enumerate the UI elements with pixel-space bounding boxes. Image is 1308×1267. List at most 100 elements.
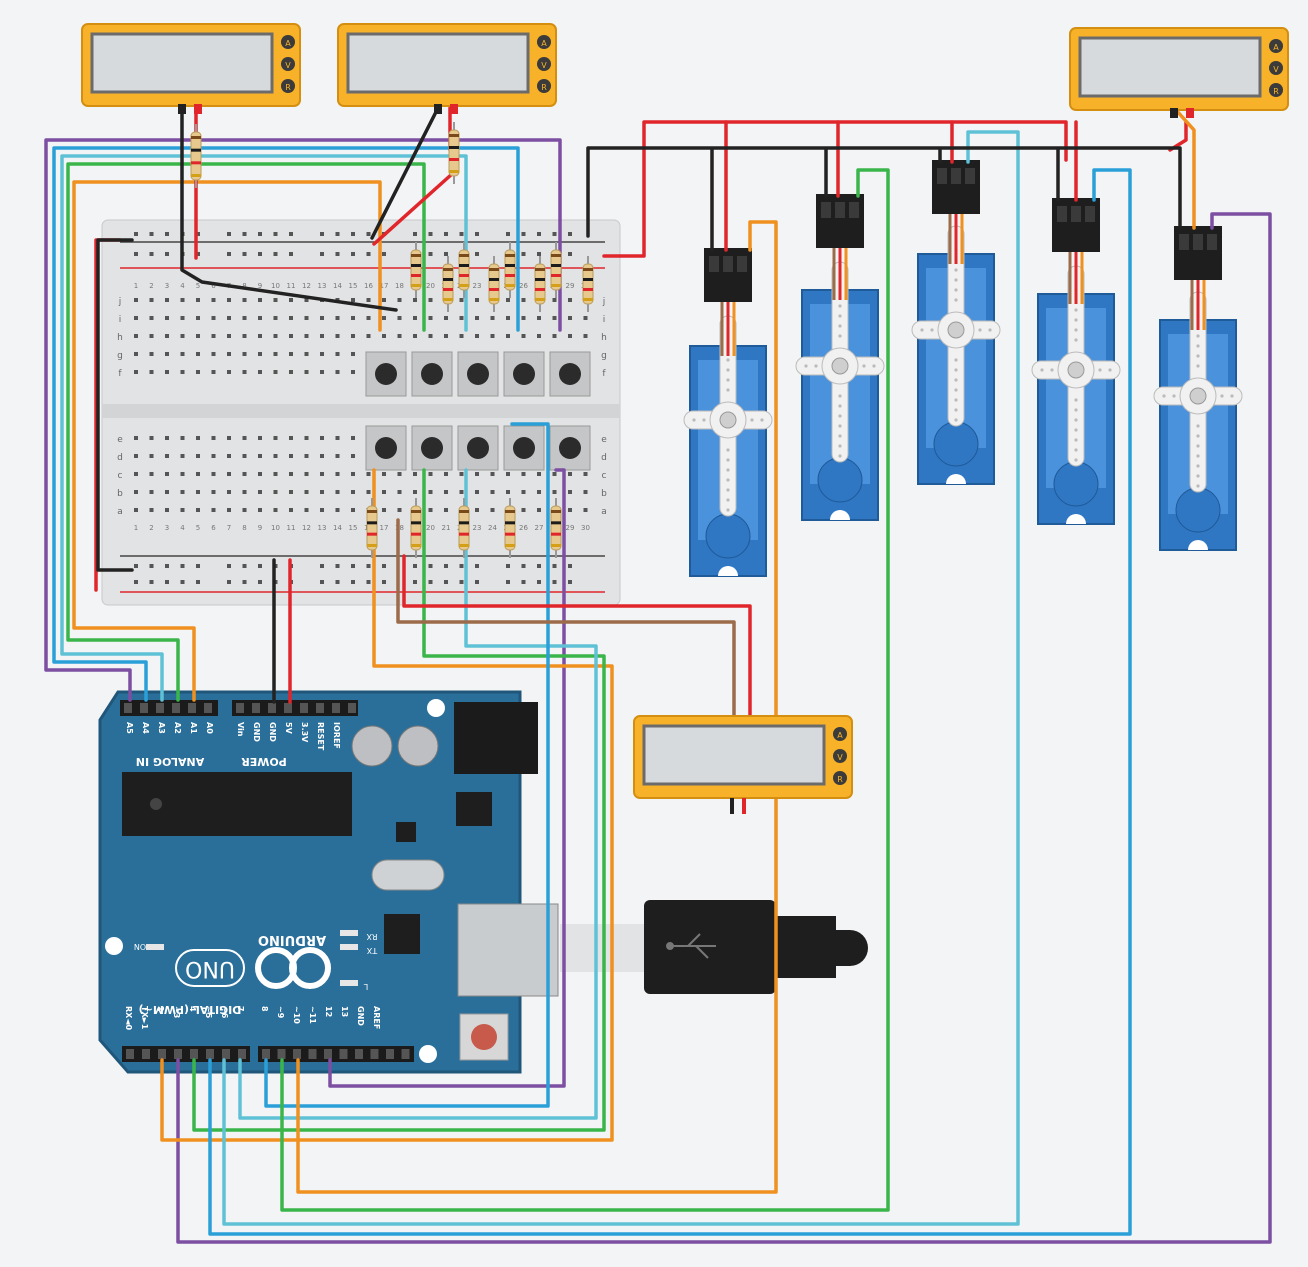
arduino-logo-icon	[255, 947, 331, 989]
meter-button-v[interactable]: V	[837, 753, 843, 762]
pin-label: A4	[141, 722, 150, 734]
pin-label: AREF	[372, 1006, 381, 1029]
resistor[interactable]	[534, 256, 546, 312]
column-number: 16	[364, 282, 373, 290]
resistor[interactable]	[190, 124, 202, 188]
column-number: 29	[566, 524, 575, 532]
pin-label: ~11	[308, 1006, 317, 1024]
power-label: POWER	[241, 755, 287, 768]
resistor[interactable]	[582, 256, 594, 312]
column-number: 20	[426, 524, 435, 532]
wire-blue	[208, 168, 1132, 1236]
digital-header-low	[122, 1046, 250, 1062]
meter-button-v[interactable]: V	[541, 61, 547, 70]
crystal	[371, 859, 445, 891]
multimeter-3[interactable]: A V R	[1069, 27, 1289, 111]
column-number: 1	[134, 524, 138, 532]
resistor[interactable]	[550, 498, 562, 558]
pushbutton-row-lower[interactable]	[365, 425, 591, 471]
column-number: 3	[165, 282, 169, 290]
pin-label: 12	[324, 1006, 333, 1017]
meter-button-v[interactable]: V	[285, 61, 291, 70]
multimeter-1[interactable]: A V R	[81, 23, 301, 107]
resistor[interactable]	[448, 122, 460, 184]
column-number: 8	[242, 524, 246, 532]
pin-label: 7	[236, 1006, 245, 1012]
column-number: 26	[519, 524, 528, 532]
wire-green	[192, 468, 606, 1132]
column-number: 27	[535, 524, 544, 532]
row-letter: g	[117, 351, 123, 361]
row-letter: i	[603, 315, 606, 325]
multimeter-4[interactable]: A V R	[633, 715, 853, 814]
analog-in-label: ANALOG IN	[136, 755, 204, 768]
meter-button-r[interactable]: R	[1273, 87, 1279, 96]
pin-label: GND	[252, 722, 261, 742]
resistor[interactable]	[410, 242, 422, 298]
pin-label: RX◄0	[124, 1006, 133, 1030]
column-number: 3	[165, 524, 169, 532]
capacitor	[351, 725, 393, 767]
resistor[interactable]	[504, 242, 516, 298]
meter-button-r[interactable]: R	[837, 775, 843, 784]
meter-button-a[interactable]: A	[1273, 43, 1279, 52]
column-number: 18	[395, 282, 404, 290]
resistor[interactable]	[504, 498, 516, 558]
meter-button-a[interactable]: A	[541, 39, 547, 48]
column-number: 15	[349, 524, 358, 532]
wire-orange	[296, 220, 778, 1194]
servo-motor-5[interactable]	[1153, 226, 1243, 551]
meter-button-a[interactable]: A	[837, 731, 843, 740]
row-letter: j	[602, 297, 606, 307]
column-number: 17	[380, 524, 389, 532]
resistor[interactable]	[488, 256, 500, 312]
pushbutton-row-upper[interactable]	[365, 351, 591, 397]
pin-label: Vin	[236, 722, 245, 737]
analog-header	[120, 700, 218, 716]
resistor[interactable]	[366, 498, 378, 558]
pin-label: ~10	[292, 1006, 301, 1024]
resistor[interactable]	[458, 242, 470, 298]
column-number: 7	[227, 524, 231, 532]
column-number: 11	[287, 282, 296, 290]
arduino-logo-text: ARDUINO	[258, 932, 326, 947]
pin-label: GND	[356, 1006, 365, 1026]
pin-label: A2	[173, 722, 182, 734]
servo-motor-4[interactable]	[1031, 198, 1121, 525]
meter-button-r[interactable]: R	[285, 83, 291, 92]
resistor[interactable]	[442, 256, 454, 312]
column-number: 13	[318, 524, 327, 532]
column-number: 14	[333, 524, 342, 532]
resistor[interactable]	[458, 498, 470, 558]
pin-label: RESET	[316, 722, 325, 751]
wire-black	[180, 108, 398, 312]
meter-button-r[interactable]: R	[541, 83, 547, 92]
pin-label: ~6	[220, 1006, 229, 1019]
servo-motor-1[interactable]	[683, 248, 773, 577]
resistor[interactable]	[410, 498, 422, 558]
wire-black	[96, 238, 134, 572]
usb-cable	[560, 900, 868, 994]
arduino-uno-board[interactable]: ARDUINO UNO ANALOG IN POWER DIGITAL (PWM…	[98, 690, 559, 1074]
capacitor	[397, 725, 439, 767]
servo-motor-3[interactable]	[911, 160, 1001, 485]
pin-label: GND	[268, 722, 277, 742]
servo-motor-2[interactable]	[795, 194, 885, 521]
wire-orange	[1174, 108, 1196, 230]
column-number: 9	[258, 282, 262, 290]
pin-label: A5	[125, 722, 134, 734]
multimeter-2[interactable]: A V R	[337, 23, 557, 107]
row-letter: c	[118, 471, 123, 481]
column-number: 10	[271, 524, 280, 532]
meter-button-v[interactable]: V	[1273, 65, 1279, 74]
resistor[interactable]	[550, 242, 562, 298]
wire-orange	[72, 180, 382, 702]
meter-button-a[interactable]: A	[285, 39, 291, 48]
column-number: 29	[566, 282, 575, 290]
on-led-label: ON	[134, 942, 146, 951]
pin-label: 4	[188, 1006, 197, 1012]
column-number: 4	[180, 524, 185, 532]
column-number: 11	[287, 524, 296, 532]
row-letter: f	[602, 369, 606, 379]
